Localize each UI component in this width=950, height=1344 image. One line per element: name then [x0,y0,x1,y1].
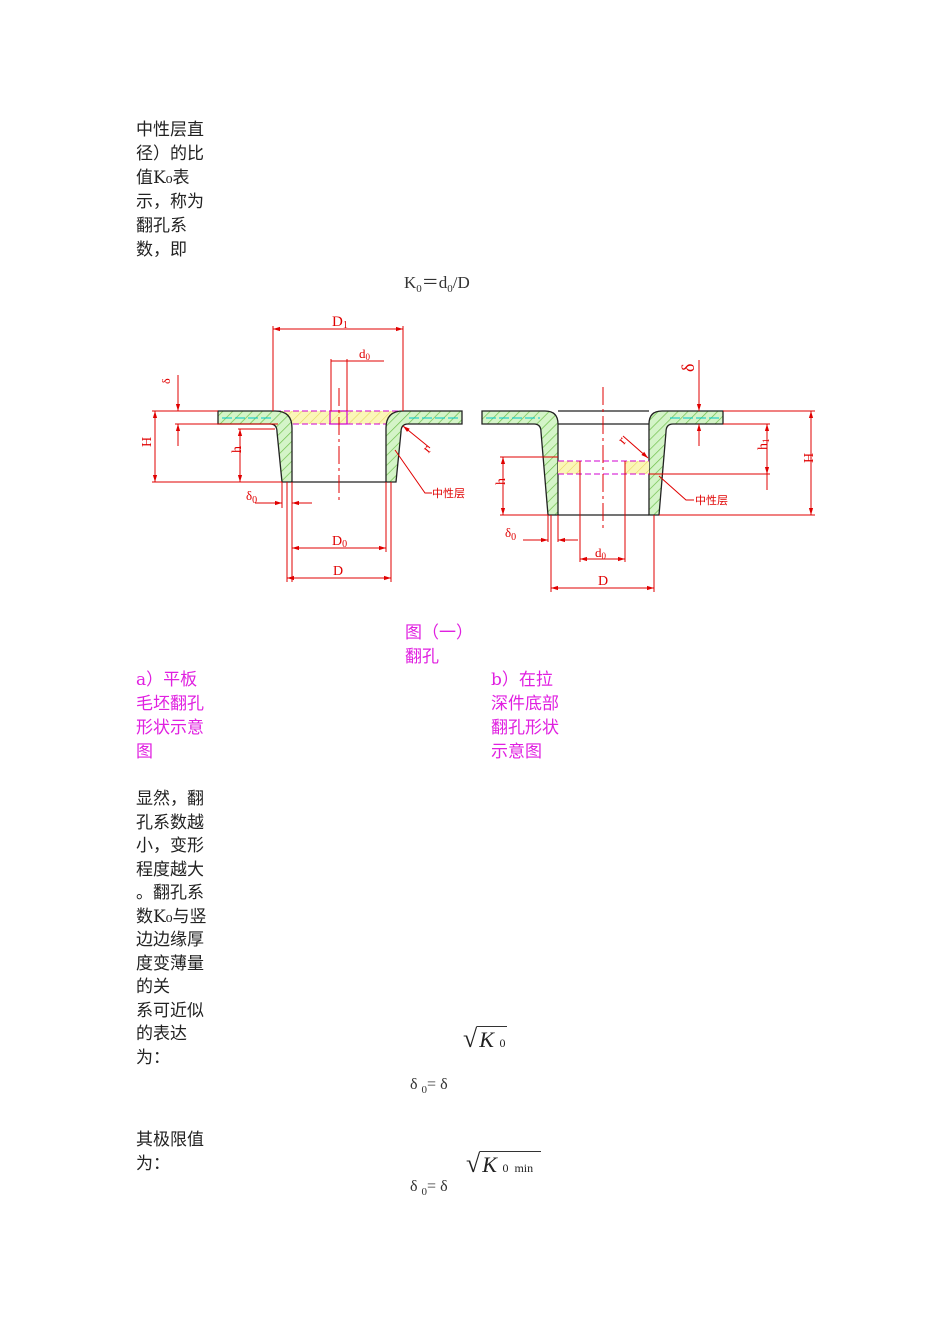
caption-line: 毛坯翻孔 [136,694,204,714]
formula-1-sqrt: √K 0 [463,1024,508,1053]
para-line: 边边缘厚 [136,930,204,950]
left-wall-section [481,410,559,516]
dim-label-delta-right: δ [678,364,698,372]
caption-a: a）平板 毛坯翻孔 形状示意 图 [136,668,204,764]
intro-line: 示，称为 [136,192,204,212]
dim-label-delta0: δ0 [246,488,257,506]
intro-line: 数，即 [136,240,187,260]
intro-line: 中性层直 [136,120,204,140]
paragraph-3: 其极限值 为： [136,1128,204,1176]
caption-line: 形状示意 [136,718,204,738]
caption-b: b）在拉 深件底部 翻孔形状 示意图 [491,668,559,764]
dim-label-d0: d0 [359,346,371,362]
dim-label-H-right: H [802,453,817,463]
para-line: 程度越大 [136,859,204,880]
dim-label-delta: δ [159,378,173,384]
caption-line: 深件底部 [491,694,559,714]
hole-flanging-figure: D1 d0 δ H h δ0 D0 D r [140,314,817,592]
para-line: 显然，翻 [136,789,204,809]
figure-subtitle: 翻孔 [405,647,439,667]
neutral-layer-label-right: 中性层 [695,493,728,507]
dim-label-h1: h1 [756,439,771,451]
para-line: 孔系数越 [136,812,204,833]
para-line: 系可近似 [136,1000,204,1021]
intro-paragraph: 中性层直 径）的比 值K₀表 示，称为 翻孔系 数，即 [136,118,204,262]
para-line: 小，变形 [136,836,204,856]
para-line: 其极限值 [136,1130,204,1150]
dim-label-delta0-right: δ0 [505,525,516,543]
intro-line: 径）的比 [136,144,204,164]
dim-label-D-right: D [598,574,608,589]
caption-line: 图 [136,742,153,762]
para-line: 度变薄量 [136,953,204,974]
para-line: 的关 [136,977,170,997]
caption-line: 示意图 [491,742,542,762]
caption-line: b）在拉 [491,670,553,690]
dim-label-D1: D1 [332,314,348,331]
dim-label-h-right: h [494,478,509,485]
formula-2-sqrt: √K 0 min [466,1149,542,1179]
dim-label-D: D [333,564,343,579]
intro-line: 翻孔系 [136,216,187,236]
intro-line: 值K₀表 [136,168,190,188]
dim-label-D0: D0 [332,534,347,550]
dim-label-H: H [140,437,155,447]
dim-label-h: h [230,446,245,453]
para-line: 数K₀与竖 [136,906,207,927]
paragraph-2: 显然，翻 孔系数越 小，变形 程度越大 。翻孔系 数K₀与竖 边边缘厚 度变薄量… [136,788,207,1070]
neutral-layer-label: 中性层 [432,486,465,500]
para-line: 为： [136,1047,170,1068]
left-drawing: D1 d0 δ H h δ0 D0 D r [140,314,465,582]
caption-line: 翻孔形状 [491,718,559,738]
figure-caption: 图（一） 翻孔 [405,621,473,669]
para-line: 的表达 [136,1024,187,1044]
dim-label-r: r [420,443,435,456]
formula-1-lhs: δ 0= δ [410,1076,448,1096]
caption-line: a）平板 [136,670,198,690]
dim-label-d0-right: d0 [595,545,607,561]
para-line: 。翻孔系 [136,883,204,903]
right-drawing: d0 D δ0 h δ h1 H r 中性层 [481,360,817,592]
figure-title: 图（一） [405,623,473,643]
formula-2-lhs: δ 0= δ [410,1178,448,1198]
formula-k0: K0＝d0/D [404,273,470,295]
para-line: 为： [136,1154,170,1174]
